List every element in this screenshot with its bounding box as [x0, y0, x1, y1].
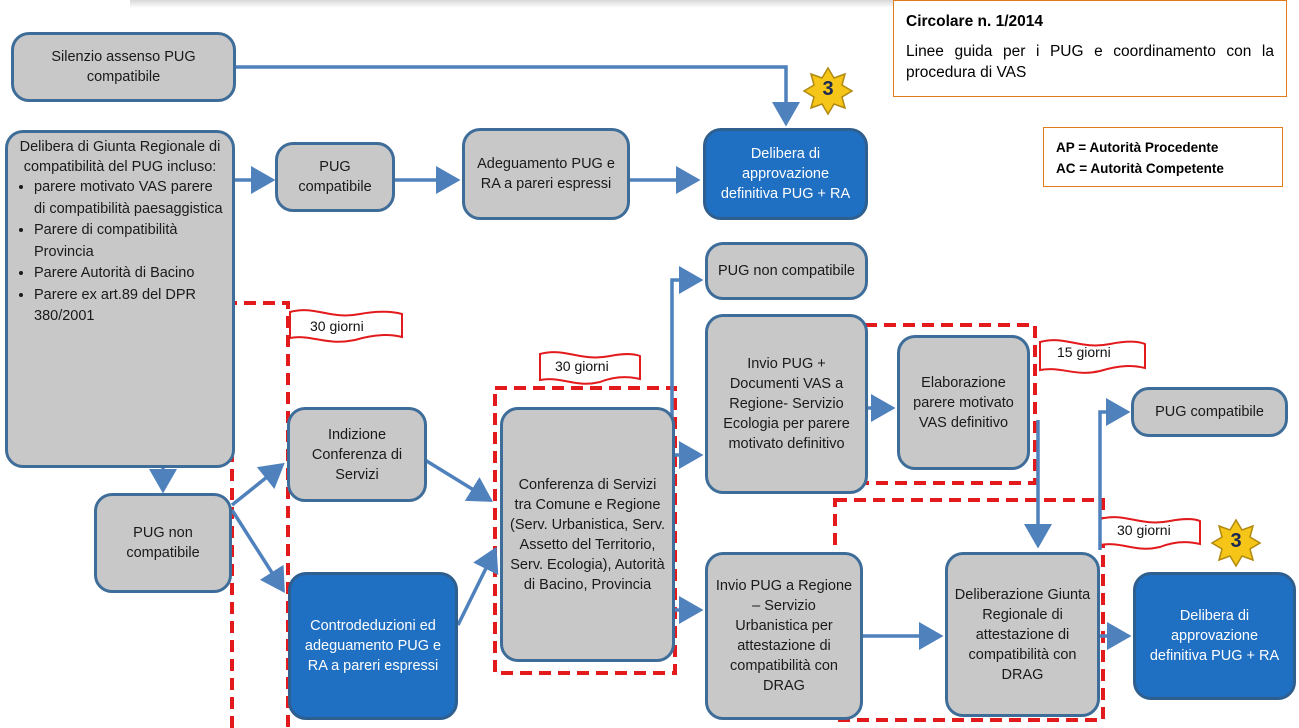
list-item: parere motivato VAS parere di compatibil…	[34, 177, 224, 220]
dashed-frame-1	[230, 301, 290, 728]
legend-ac: AC = Autorità Competente	[1056, 161, 1224, 176]
box-invio-vas: Invio PUG + Documenti VAS a Regione- Ser…	[705, 314, 868, 494]
box-silenzio-assenso-text: Silenzio assenso PUG compatibile	[51, 49, 196, 85]
box-pug-compatibile-2-text: PUG compatibile	[1155, 404, 1264, 420]
flag-3-label: 15 giorni	[1057, 344, 1111, 360]
box-indizione-text: Indizione Conferenza di Servizi	[311, 426, 403, 483]
flags	[289, 309, 1201, 550]
box-delibera-approvazione-2-text: Delibera di approvazione definitiva PUG …	[1149, 608, 1280, 664]
box-delibera-giunta-list: parere motivato VAS parere di compatibil…	[16, 177, 224, 328]
arrow-indizione-conferenza	[424, 458, 493, 502]
flag-4-label: 30 giorni	[1117, 522, 1171, 538]
box-delibera-giunta-head: Delibera di Giunta Regionale di compatib…	[19, 139, 221, 175]
box-elaborazione-text: Elaborazione parere motivato VAS definit…	[913, 374, 1014, 431]
box-delibera-approvazione-1-text: Delibera di approvazione definitiva PUG …	[720, 146, 851, 202]
box-indizione: Indizione Conferenza di Servizi	[287, 407, 427, 502]
list-item: Parere Autorità di Bacino	[34, 263, 224, 285]
box-invio-urbanistica: Invio PUG a Regione – Servizio Urbanisti…	[705, 552, 863, 720]
box-controdeduzioni-text: Controdeduzioni ed adeguamento PUG e RA …	[304, 618, 442, 674]
arrow-conferenza-pugnoncomp	[670, 266, 704, 460]
box-invio-urbanistica-text: Invio PUG a Regione – Servizio Urbanisti…	[715, 578, 853, 694]
stars	[802, 66, 1262, 568]
box-deliberazione-giunta-text: Deliberazione Giunta Regionale di attest…	[954, 586, 1091, 683]
box-delibera-giunta: Delibera di Giunta Regionale di compatib…	[5, 130, 235, 468]
circolare-subtitle: Linee guida per i PUG e coordinamento co…	[906, 43, 1274, 81]
star-1-label: 3	[822, 78, 834, 100]
box-controdeduzioni: Controdeduzioni ed adeguamento PUG e RA …	[288, 572, 458, 720]
box-pug-compatibile-1: PUG compatibile	[275, 142, 395, 212]
arrow-silenzio-delibera	[235, 65, 800, 127]
box-pug-non-compatibile-2-text: PUG non compatibile	[717, 263, 855, 279]
box-pug-non-compatibile-2: PUG non compatibile	[705, 242, 868, 300]
box-adeguamento-text: Adeguamento PUG e RA a pareri espressi	[477, 156, 615, 192]
flag-1-label: 30 giorni	[310, 318, 364, 334]
flag-4	[1099, 516, 1201, 550]
flag-1	[289, 309, 403, 343]
star-2-label: 3	[1230, 530, 1242, 552]
box-delibera-approvazione-2: Delibera di approvazione definitiva PUG …	[1133, 572, 1296, 700]
box-silenzio-assenso: Silenzio assenso PUG compatibile	[11, 32, 236, 102]
box-deliberazione-giunta: Deliberazione Giunta Regionale di attest…	[945, 552, 1100, 717]
flag-2-label: 30 giorni	[555, 358, 609, 374]
list-item: Parere ex art.89 del DPR 380/2001	[34, 285, 224, 328]
star-1	[802, 66, 854, 116]
box-pug-non-compatibile-1-text: PUG non compatibile	[126, 525, 200, 561]
box-conferenza-servizi-text: Conferenza di Servizi tra Comune e Regio…	[510, 476, 665, 593]
flag-2	[539, 351, 641, 385]
arrows	[149, 65, 1132, 650]
box-pug-compatibile-2: PUG compatibile	[1131, 387, 1288, 437]
list-item: Parere di compatibilità Provincia	[34, 220, 224, 263]
dashed-frame-2	[493, 386, 677, 675]
box-adeguamento: Adeguamento PUG e RA a pareri espressi	[462, 128, 630, 220]
box-elaborazione: Elaborazione parere motivato VAS definit…	[897, 335, 1030, 470]
arrow-controded-conferenza	[456, 546, 499, 626]
circolare-title: Circolare n. 1/2014	[906, 13, 1043, 30]
box-conferenza-servizi: Conferenza di Servizi tra Comune e Regio…	[500, 407, 675, 662]
legend-box: AP = Autorità Procedente AC = Autorità C…	[1043, 127, 1283, 187]
box-pug-non-compatibile-1: PUG non compatibile	[94, 493, 232, 593]
circolare-box: Circolare n. 1/2014 Linee guida per i PU…	[893, 0, 1287, 97]
legend-ap: AP = Autorità Procedente	[1056, 140, 1219, 155]
top-shadow-bar	[130, 0, 1230, 8]
box-invio-vas-text: Invio PUG + Documenti VAS a Regione- Ser…	[723, 356, 850, 452]
box-pug-compatibile-1-text: PUG compatibile	[298, 159, 372, 195]
arrow-pugnoncomp-controded	[230, 509, 285, 593]
flag-3	[1039, 339, 1146, 374]
star-2	[1210, 518, 1262, 568]
arrow-deliberazione-pugcomp	[1098, 398, 1131, 550]
box-delibera-approvazione-1: Delibera di approvazione definitiva PUG …	[703, 128, 868, 220]
arrow-pugnoncomp-indizione	[230, 462, 285, 507]
